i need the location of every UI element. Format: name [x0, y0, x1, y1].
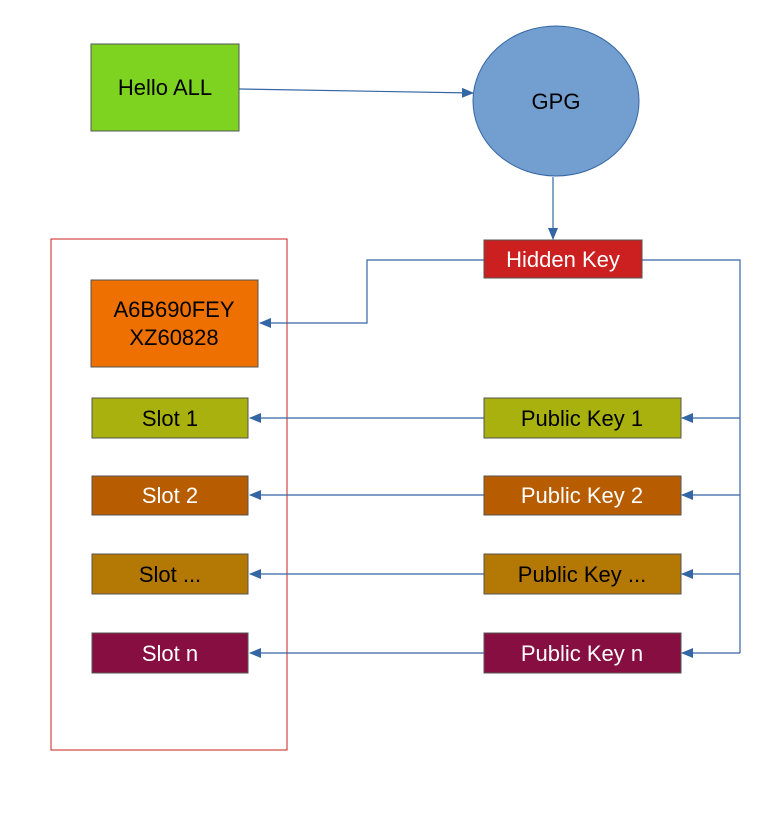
slot-1-label: Slot 1 — [142, 406, 198, 431]
slot-n-node: Slot n — [91, 632, 249, 674]
gpg-label: GPG — [532, 89, 581, 114]
gpg-node: GPG — [472, 25, 640, 177]
encrypted-box — [90, 279, 259, 368]
public-key-2-label: Public Key 2 — [521, 483, 643, 508]
public-key-dots-box — [483, 553, 682, 595]
gpg-circle — [472, 25, 640, 177]
public-key-n-node: Public Key n — [483, 632, 682, 674]
hidden-key-label: Hidden Key — [506, 247, 620, 272]
arrow-hello-to-gpg — [238, 87, 474, 98]
slot-dots-label: Slot ... — [139, 562, 201, 587]
public-key-dots-node: Public Key ... — [483, 553, 682, 595]
public-key-n-box — [483, 632, 682, 674]
slot-dots-node: Slot ... — [91, 553, 249, 595]
encrypted-node: A6B690FEY XZ60828 — [90, 279, 259, 368]
public-key-dots-label: Public Key ... — [518, 562, 646, 587]
encrypted-label-line-1: A6B690FEY — [113, 297, 234, 322]
connectors — [238, 87, 741, 658]
slot-n-label: Slot n — [142, 641, 198, 666]
hidden-key-box — [483, 239, 643, 279]
slot-n-box — [91, 632, 249, 674]
slot-dots-box — [91, 553, 249, 595]
slot-2-node: Slot 2 — [91, 475, 249, 516]
hello-label: Hello ALL — [118, 75, 212, 100]
public-key-n-label: Public Key n — [521, 641, 643, 666]
hidden-key-node: Hidden Key — [483, 239, 643, 279]
public-key-1-box — [483, 397, 682, 439]
hello-box — [90, 43, 240, 132]
slot-1-node: Slot 1 — [91, 397, 249, 439]
arrow-hidden-key-to-encrypted — [259, 259, 484, 328]
slot-1-box — [91, 397, 249, 439]
public-key-1-node: Public Key 1 — [483, 397, 682, 439]
hello-node: Hello ALL — [90, 43, 240, 132]
public-key-2-node: Public Key 2 — [483, 475, 682, 516]
connector-hidden-key-to-bus — [642, 259, 741, 653]
public-key-2-box — [483, 475, 682, 516]
public-key-1-label: Public Key 1 — [521, 406, 643, 431]
slot-2-label: Slot 2 — [142, 483, 198, 508]
encrypted-label-line-2: XZ60828 — [129, 325, 218, 350]
slot-2-box — [91, 475, 249, 516]
